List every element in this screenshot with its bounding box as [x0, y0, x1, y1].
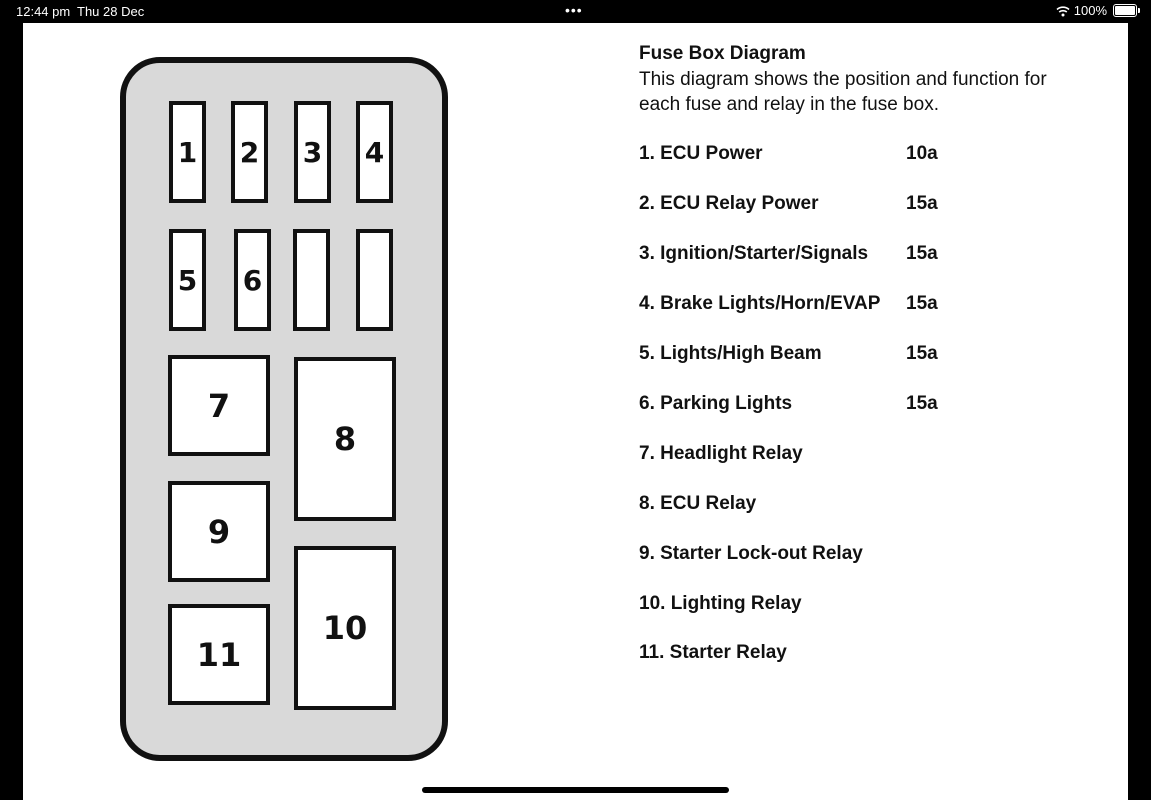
- legend-item-rating: 15a: [906, 193, 938, 214]
- legend-item-rating: 15a: [906, 293, 938, 314]
- legend-item-name: 7. Headlight Relay: [639, 443, 803, 464]
- legend-item: 5. Lights/High Beam 15a: [639, 343, 1119, 368]
- legend-item-name: 6. Parking Lights: [639, 393, 793, 414]
- status-time: 12:44 pm: [16, 4, 71, 19]
- fuse-slot-5: 5: [169, 229, 206, 331]
- relay-slot-10: 10: [294, 546, 396, 710]
- legend-item-rating: 10a: [906, 143, 938, 164]
- home-indicator[interactable]: [422, 787, 729, 793]
- legend-item: 6. Parking Lights 15a: [639, 393, 1119, 418]
- fuse-slot-empty: [356, 229, 393, 331]
- multitasking-dots-icon[interactable]: •••: [565, 2, 583, 18]
- relay-slot-9: 9: [168, 481, 270, 582]
- relay-slot-11: 11: [168, 604, 270, 705]
- legend-item: 9. Starter Lock-out Relay: [639, 543, 1119, 568]
- legend-item: 10. Lighting Relay: [639, 593, 1119, 618]
- legend-item-name: 10. Lighting Relay: [639, 593, 802, 614]
- legend-item-rating: 15a: [906, 343, 938, 364]
- legend-item: 11. Starter Relay: [639, 642, 1119, 667]
- status-indicators: 100%: [1056, 3, 1140, 18]
- fuse-slot-3: 3: [294, 101, 331, 203]
- status-bar: 12:44 pm Thu 28 Dec ••• 100%: [0, 0, 1151, 23]
- document-page: 1 2 3 4 5 6 7 8 9 10 11 Fuse Box Diagram…: [23, 23, 1128, 800]
- legend-item: 1. ECU Power 10a: [639, 143, 1119, 168]
- legend-description: This diagram shows the position and func…: [639, 69, 1047, 115]
- fuse-slot-1: 1: [169, 101, 206, 203]
- status-date: Thu 28 Dec: [77, 4, 145, 19]
- legend-item-name: 11. Starter Relay: [639, 642, 787, 663]
- legend-item-rating: 15a: [906, 243, 938, 264]
- legend-item-name: 5. Lights/High Beam: [639, 343, 822, 364]
- legend-item-name: 2. ECU Relay Power: [639, 193, 819, 214]
- relay-slot-8: 8: [294, 357, 396, 521]
- legend-item-name: 3. Ignition/Starter/Signals: [639, 243, 869, 264]
- relay-slot-7: 7: [168, 355, 270, 456]
- legend-item-rating: 15a: [906, 393, 938, 414]
- legend-item: 4. Brake Lights/Horn/EVAP 15a: [639, 293, 1119, 318]
- legend-item-name: 9. Starter Lock-out Relay: [639, 543, 863, 564]
- legend-item: 7. Headlight Relay: [639, 443, 1119, 468]
- fuse-box-diagram: 1 2 3 4 5 6 7 8 9 10 11: [120, 57, 448, 761]
- fuse-slot-2: 2: [231, 101, 268, 203]
- fuse-slot-6: 6: [234, 229, 271, 331]
- battery-icon: [1113, 4, 1140, 17]
- battery-percentage: 100%: [1073, 3, 1107, 18]
- fuse-slot-empty: [293, 229, 330, 331]
- legend-item: 8. ECU Relay: [639, 493, 1119, 518]
- legend-item: 2. ECU Relay Power 15a: [639, 193, 1119, 218]
- wifi-icon: [1056, 5, 1070, 16]
- legend-item-name: 1. ECU Power: [639, 143, 763, 164]
- legend-item-name: 4. Brake Lights/Horn/EVAP: [639, 293, 881, 314]
- fuse-slot-4: 4: [356, 101, 393, 203]
- legend-title: Fuse Box Diagram: [639, 43, 806, 64]
- legend-item: 3. Ignition/Starter/Signals 15a: [639, 243, 1119, 268]
- legend-item-name: 8. ECU Relay: [639, 493, 757, 514]
